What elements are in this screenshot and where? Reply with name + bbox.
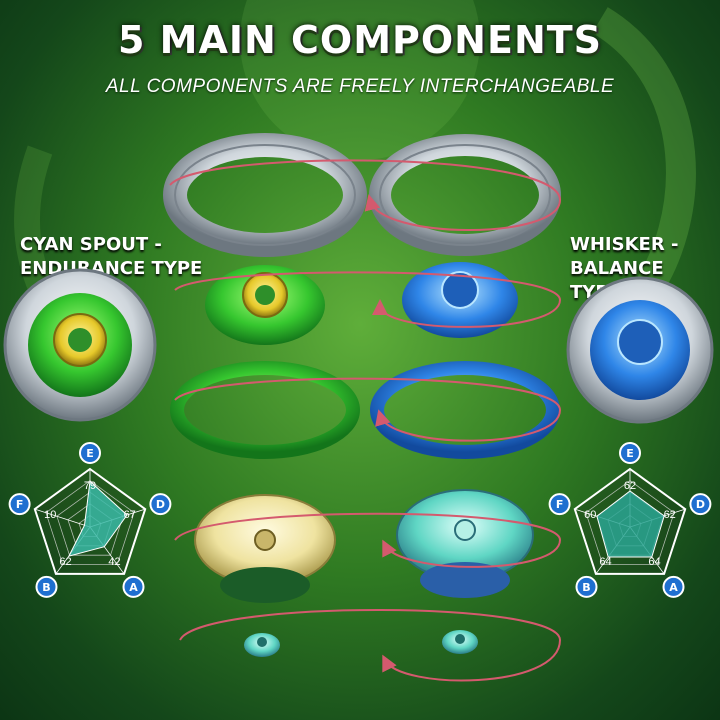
silver-ring-left [163,133,367,257]
right-radar-value-shape [596,490,665,558]
left-radar-axis-label: D [156,498,165,511]
page-title: 5 MAIN COMPONENTS [117,18,603,62]
right-radar-axis-label: D [696,498,705,511]
left-radar-axis-badge [79,442,101,464]
right-radar-axis-label: B [582,581,590,594]
left-radar-value-label: 62 [59,556,71,568]
right-radar-value-label: 60 [584,509,596,521]
left-radar-axis-label: E [86,447,94,460]
swap-arrow-forge [174,377,562,442]
right-radar-axis-badge [662,575,685,598]
left-radar-axis-label: B [42,581,50,594]
swap-arrow-ring [169,159,562,231]
left-radar-spoke [34,508,91,528]
left-radar-value-shape [67,480,128,557]
right-radar-axis-label: F [556,498,564,511]
right-radar-value-label: 64 [648,556,660,568]
blue-energy-layer [402,262,518,338]
right-radar-value-label: 62 [624,480,636,492]
right-radar-axis-badge [575,575,598,598]
right-radar-axis-label: E [626,447,634,460]
left-radar-axis-badge [35,575,58,598]
left-radar-axis-label: F [16,498,24,511]
left-radar-grid-ring [45,480,135,565]
right-radar-value-label: 64 [599,556,611,568]
swap-arrow-driver [174,512,562,568]
right-tip [442,630,478,654]
right-radar-grid-ring [585,480,675,565]
left-radar-value-label: 10 [44,509,56,521]
left-radar-axis-badge [149,493,172,516]
right-radar-axis-badge [689,493,712,516]
right-top-name-line1: WHISKER - [570,234,679,255]
left-radar-axis-badge [122,575,145,598]
right-radar-axis-badge [619,442,641,464]
left-radar-value-label: 79 [84,480,96,492]
page-subtitle: ALL COMPONENTS ARE FREELY INTERCHANGEABL… [105,76,615,97]
cyan-spout-top [3,268,157,422]
cream-driver [194,494,336,603]
right-radar-value-label: 62 [664,509,676,521]
left-top-name-line1: CYAN SPOUT - [20,234,162,255]
swap-arrow-layer [174,271,562,328]
green-energy-layer [205,265,325,345]
left-radar-value-label: 67 [124,509,136,521]
left-radar-value-label: 42 [108,556,120,568]
right-radar-axis-badge [548,493,571,516]
green-forge-ring [170,361,360,459]
whisker-top [566,276,714,424]
right-radar-axis-label: A [669,581,678,594]
left-radar-axis-label: A [129,581,138,594]
teal-driver [396,489,534,598]
left-tip [244,633,280,657]
left-radar-axis-badge [8,493,31,516]
swap-arrow-tip [179,609,562,682]
